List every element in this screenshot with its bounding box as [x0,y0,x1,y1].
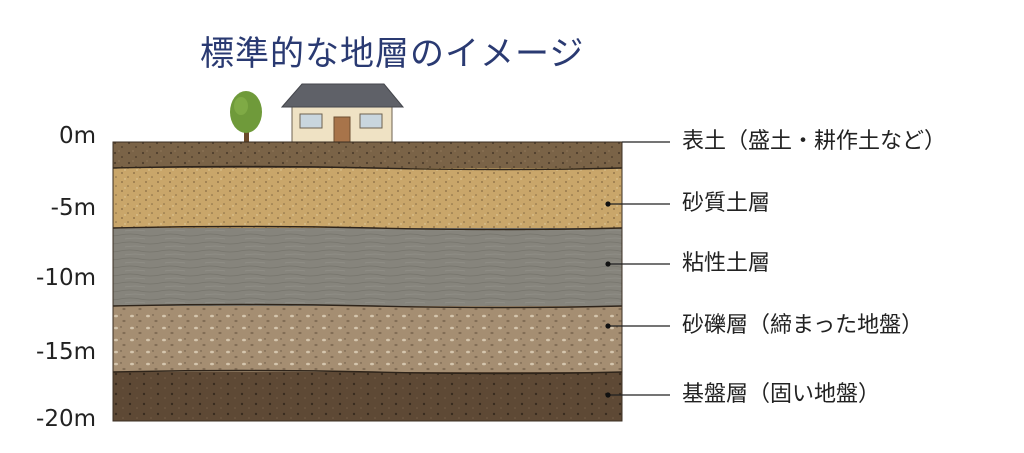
layer-boundary-line [112,225,623,231]
layer-4 [112,303,623,372]
strata-layers [112,141,623,422]
depth-label: -5m [50,195,96,221]
layer-texture [113,142,622,168]
layer-texture [113,228,622,306]
leader-dot [605,392,611,398]
leader-dot [605,323,611,329]
layer-texture [113,306,622,372]
layer-label: 粘性土層 [682,251,771,276]
layer-1 [113,142,622,168]
layer-label: 砂質土層 [682,191,771,216]
layer-2 [112,165,623,228]
layer-label: 砂礫層（締まった地盤） [682,313,924,338]
leader-dot [605,201,611,207]
label-leader-lines [605,141,670,398]
layer-texture [113,168,622,228]
layer-label: 表土（盛土・耕作土など） [682,129,947,154]
layer-boundary-line [112,165,623,171]
depth-label: -15m [36,339,96,365]
leader-dot [605,261,611,267]
depth-label: -20m [36,406,96,432]
diagram-title: 標準的な地層のイメージ [200,34,585,74]
depth-label: 0m [58,123,96,149]
layer-boundary-line [112,369,623,375]
layer-texture [113,372,622,421]
layer-5 [112,369,623,421]
house-and-tree-illustration [230,83,405,144]
layer-3 [112,225,623,306]
strata-border [112,141,623,422]
layer-label: 基盤層（固い地盤） [682,382,881,407]
depth-label: -10m [36,265,96,291]
layer-boundary-line [112,303,623,309]
